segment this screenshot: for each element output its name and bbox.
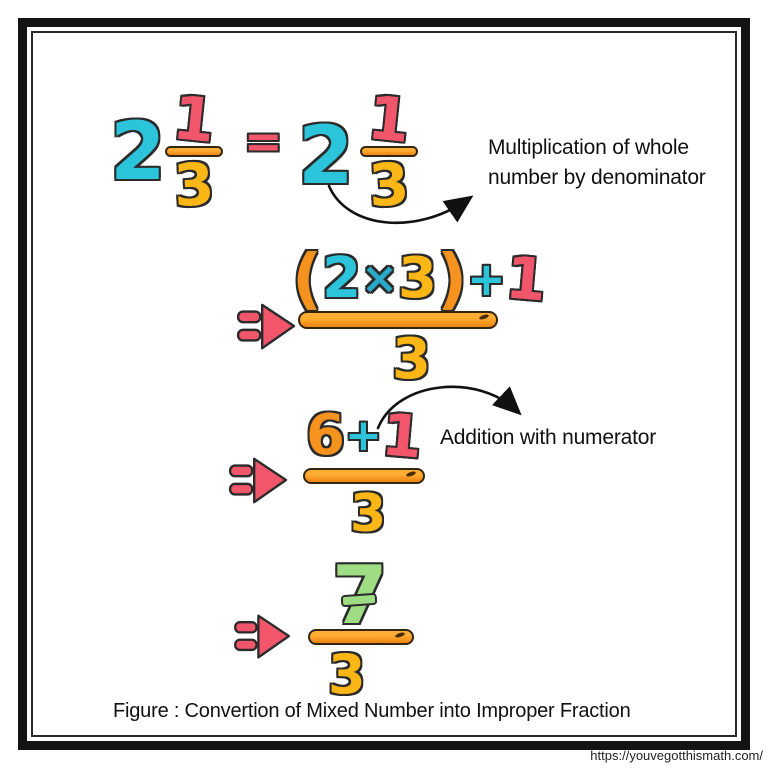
times-sign: × <box>361 253 399 304</box>
red-arrow-icon <box>236 303 296 350</box>
fraction-bar <box>303 468 425 484</box>
fraction-bar <box>298 311 498 329</box>
step2-numerator-expression: 6 + 1 <box>306 400 426 472</box>
plus-sign: + <box>467 252 506 306</box>
step1-numerator-addend: 1 <box>502 243 549 315</box>
red-arrow-icon <box>234 614 291 659</box>
mixed-left-denominator: 3 <box>172 149 216 221</box>
plus-sign: + <box>344 410 382 461</box>
red-arrow-icon <box>228 457 288 504</box>
site-url: https://youvegotthismath.com/ <box>590 748 763 763</box>
mixed-left-fraction: 1 3 <box>162 83 226 221</box>
curved-arrow-addition-icon <box>376 385 522 430</box>
curved-arrow-multiplication-icon <box>327 184 474 225</box>
figure-outer-border <box>18 18 750 750</box>
mixed-left-whole: 2 <box>110 105 166 198</box>
seven-crossbar <box>340 592 378 608</box>
step2-product: 6 <box>306 403 345 468</box>
mixed-right-fraction: 1 3 <box>357 83 421 220</box>
equals-sign: = <box>244 114 283 168</box>
step2-addend: 1 <box>378 400 426 472</box>
step1-whole: 2 <box>322 246 362 311</box>
step3-denominator: 3 <box>328 643 366 706</box>
fraction-bar <box>308 629 414 645</box>
fraction-bar <box>165 146 223 157</box>
step1-denominator: 3 <box>392 327 431 392</box>
mixed-right-whole: 2 <box>298 109 354 202</box>
figure-caption: Figure : Convertion of Mixed Number into… <box>113 700 631 722</box>
mixed-right-numerator: 1 <box>364 83 414 157</box>
mixed-left-numerator: 1 <box>169 83 219 157</box>
left-paren: ( <box>292 240 323 317</box>
annotation-multiplication: Multiplication of whole number by denomi… <box>488 136 706 189</box>
figure-inner-border <box>31 31 737 737</box>
step2-denominator: 3 <box>350 484 387 544</box>
fraction-bar <box>360 146 418 157</box>
step1-numerator-expression: ( 2 × 3 ) + 1 <box>292 240 549 317</box>
annotation-addition: Addition with numerator <box>440 426 657 449</box>
right-paren: ) <box>436 240 468 317</box>
step1-denominator-factor: 3 <box>398 246 437 311</box>
